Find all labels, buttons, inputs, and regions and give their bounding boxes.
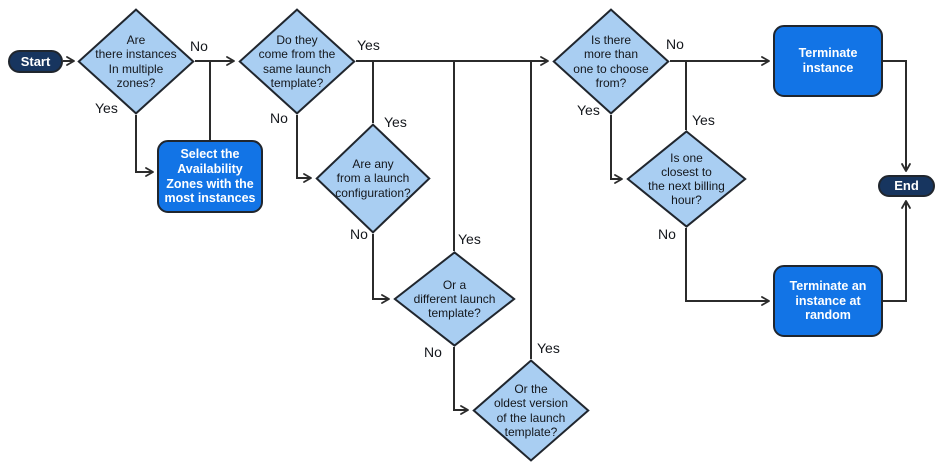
process-terminate-instance: Terminate instance — [773, 25, 883, 97]
edge-label-more-yes: Yes — [577, 102, 600, 118]
decision-billing-hour-label: Is one closest to the next billing hour? — [648, 150, 725, 208]
diamond-shape-icon — [315, 123, 431, 234]
terminal-end-label: End — [894, 178, 919, 194]
edge-label-more-no: No — [666, 36, 684, 52]
decision-launch-configuration-label: Are any from a launch configuration? — [335, 157, 411, 200]
decision-same-launch-template-label: Do they come from the same launch templa… — [258, 33, 336, 90]
edge-billing-no-to-random — [685, 228, 770, 306]
edge-label-template-no: No — [270, 110, 288, 126]
edge-label-different-yes: Yes — [458, 231, 481, 247]
terminal-start-label: Start — [20, 53, 51, 69]
edge-config-no-to-different — [372, 234, 390, 304]
decision-different-launch-template-label: Or a different launch template? — [413, 277, 496, 321]
decision-oldest-version-label: Or the oldest version of the launch temp… — [493, 382, 569, 439]
edge-label-config-yes: Yes — [384, 114, 407, 130]
process-select-availability-zones: Select the Availability Zones with the m… — [157, 140, 263, 213]
process-terminate-instance-label: Terminate instance — [798, 46, 858, 75]
edge-label-billing-yes: Yes — [692, 112, 715, 128]
decision-launch-configuration: Are any from a launch configuration? — [315, 123, 431, 234]
edge-label-zones-no: No — [190, 38, 208, 54]
edge-label-template-yes: Yes — [357, 37, 380, 53]
edge-label-billing-no: No — [658, 226, 676, 242]
edge-different-no-to-oldest — [453, 347, 469, 415]
edge-random-to-end — [883, 200, 911, 302]
decision-multiple-zones-label: Are there instances In multiple zones? — [95, 33, 177, 90]
process-terminate-random: Terminate an instance at random — [773, 265, 883, 337]
edge-label-config-no: No — [350, 226, 368, 242]
diamond-shape-icon — [238, 8, 356, 115]
diamond-shape-icon — [552, 8, 670, 115]
process-terminate-random-label: Terminate an instance at random — [789, 278, 867, 323]
decision-same-launch-template: Do they come from the same launch templa… — [238, 8, 356, 115]
decision-multiple-zones: Are there instances In multiple zones? — [77, 8, 195, 115]
edge-label-zones-yes: Yes — [95, 100, 118, 116]
decision-more-than-one-label: Is there more than one to choose from? — [573, 33, 649, 90]
edge-template-no-to-config — [296, 115, 312, 183]
edge-label-different-no: No — [424, 344, 442, 360]
diamond-shape-icon — [472, 359, 590, 462]
process-select-availability-zones-label: Select the Availability Zones with the m… — [164, 147, 256, 206]
diamond-shape-icon — [626, 130, 747, 228]
decision-billing-hour: Is one closest to the next billing hour? — [626, 130, 747, 228]
decision-more-than-one: Is there more than one to choose from? — [552, 8, 670, 115]
edge-terminate-to-end — [883, 60, 911, 172]
decision-different-launch-template: Or a different launch template? — [393, 251, 516, 347]
decision-oldest-version: Or the oldest version of the launch temp… — [472, 359, 590, 462]
diamond-shape-icon — [393, 251, 516, 347]
diamond-shape-icon — [77, 8, 195, 115]
terminal-end: End — [878, 175, 935, 197]
edge-morethanone-yes-to-billing — [610, 115, 623, 184]
terminal-start: Start — [8, 50, 63, 73]
edge-zones-yes-to-selectaz — [135, 115, 154, 177]
edge-label-oldest-yes: Yes — [537, 340, 560, 356]
